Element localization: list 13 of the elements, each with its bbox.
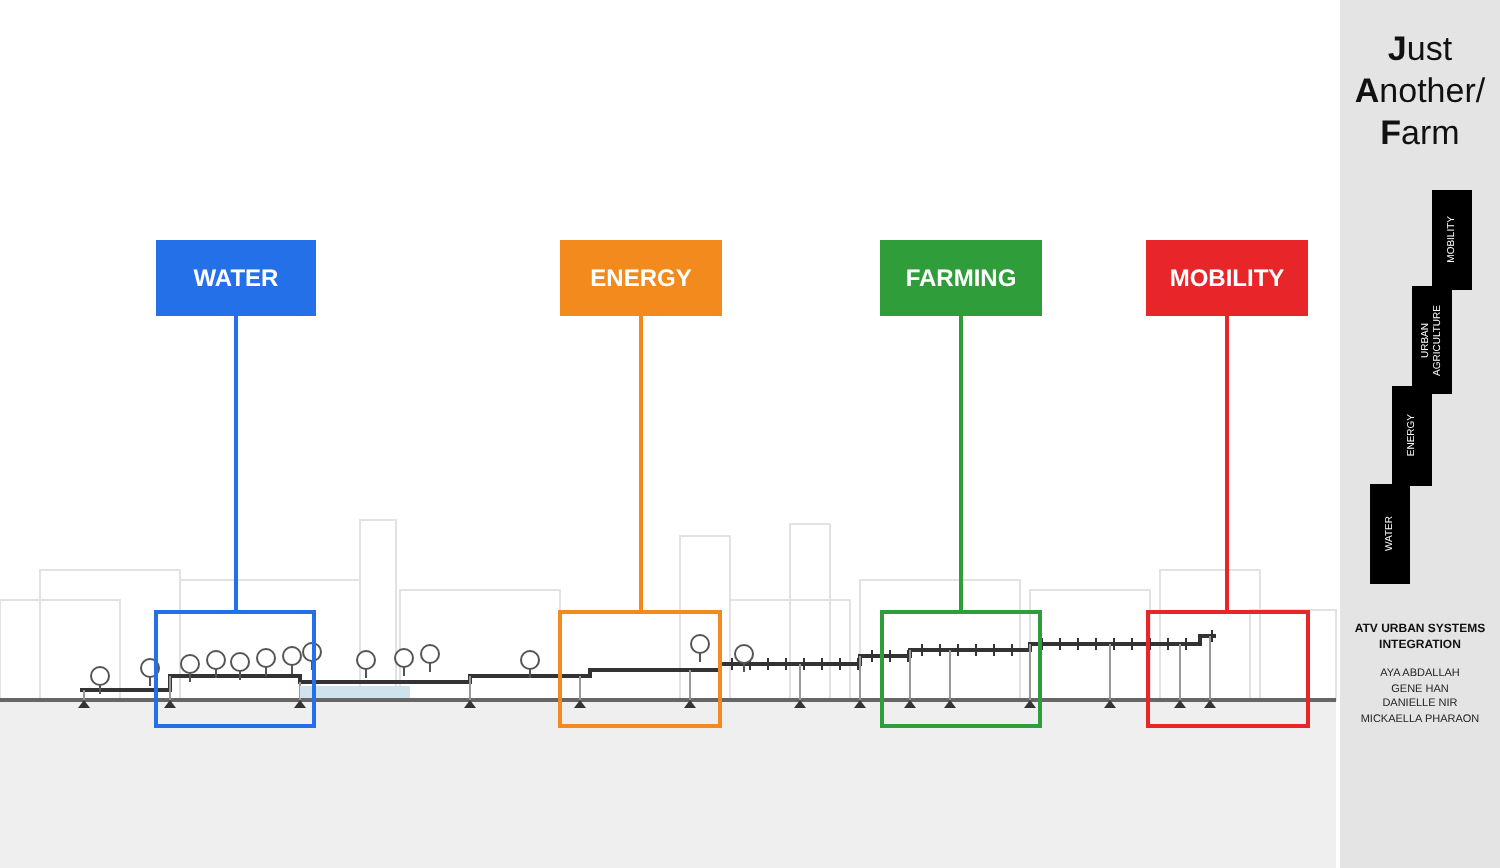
leader-line <box>1225 316 1229 610</box>
title: Just Another/ Farm <box>1352 28 1488 154</box>
leader-line <box>959 316 963 610</box>
category-label: FARMING <box>880 240 1042 316</box>
category-label: WATER <box>156 240 316 316</box>
category-label: MOBILITY <box>1146 240 1308 316</box>
leader-line <box>639 316 643 610</box>
leader-line <box>234 316 238 610</box>
category-label: ENERGY <box>560 240 722 316</box>
callout-frame <box>1146 610 1310 728</box>
callout-frame <box>880 610 1042 728</box>
callout-frame <box>154 610 316 728</box>
callout-frame <box>558 610 722 728</box>
